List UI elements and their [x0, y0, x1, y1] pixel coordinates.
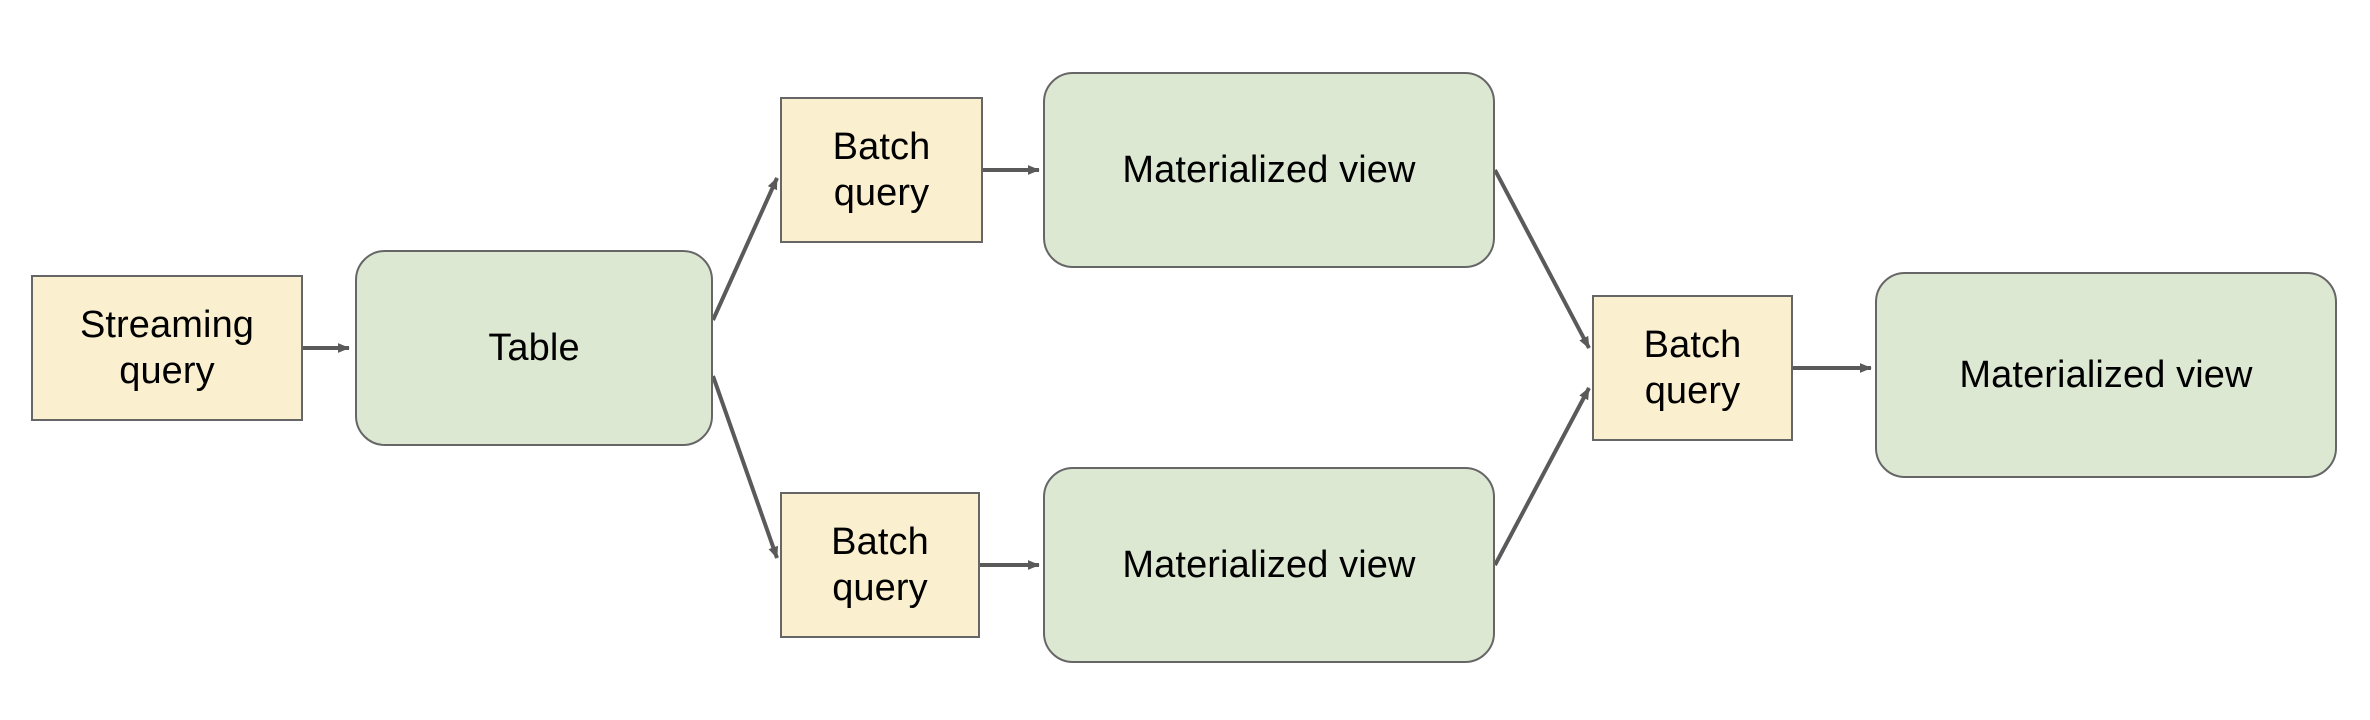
node-materialized-view-bottom-label: Materialized view	[1122, 543, 1416, 586]
node-batch-query-bottom[interactable]: Batch query	[780, 492, 980, 638]
node-batch-query-top[interactable]: Batch query	[780, 97, 983, 243]
node-streaming-query[interactable]: Streaming query	[31, 275, 303, 421]
edge-mv-top-to-batch-join	[1493, 169, 1591, 349]
node-batch-query-bottom-label: Batch query	[831, 520, 929, 609]
edge-mv-bottom-to-batch-join	[1493, 387, 1591, 566]
node-table-label: Table	[488, 326, 580, 369]
node-batch-query-join-label: Batch query	[1643, 323, 1742, 412]
node-batch-query-join[interactable]: Batch query	[1592, 295, 1793, 441]
node-materialized-view-top-label: Materialized view	[1122, 148, 1416, 191]
edge-table-to-batch-top	[711, 177, 779, 321]
edge-table-to-batch-bottom	[711, 375, 779, 559]
node-batch-query-top-label: Batch query	[832, 125, 931, 214]
node-materialized-view-bottom[interactable]: Materialized view	[1043, 467, 1495, 663]
node-materialized-view-final[interactable]: Materialized view	[1875, 272, 2337, 478]
node-materialized-view-final-label: Materialized view	[1959, 353, 2253, 396]
node-streaming-query-label: Streaming query	[79, 303, 255, 392]
node-materialized-view-top[interactable]: Materialized view	[1043, 72, 1495, 268]
node-table[interactable]: Table	[355, 250, 713, 446]
